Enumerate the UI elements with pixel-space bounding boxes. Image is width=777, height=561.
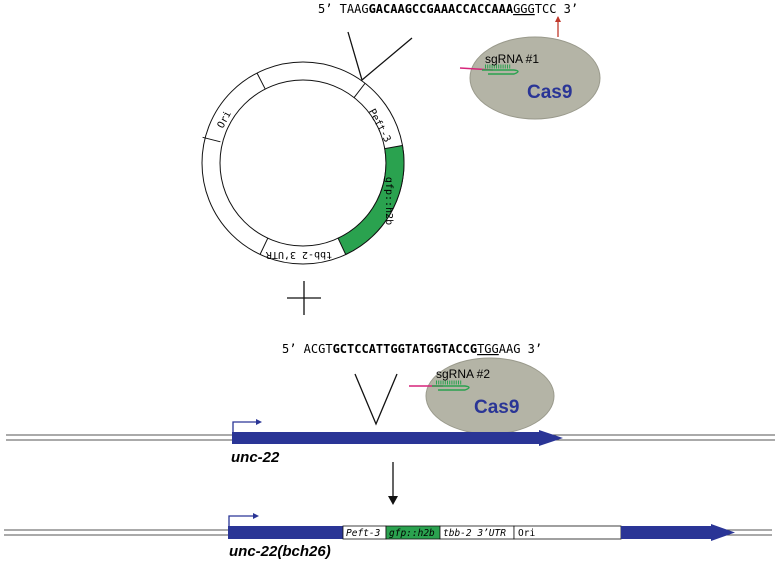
sgrna-label-1: sgRNA #1 (485, 52, 539, 66)
edited-gene-5prime-block (228, 526, 343, 539)
edited-label-utr: tbb-2 3’UTR (443, 528, 506, 539)
cas9-label-2: Cas9 (474, 397, 519, 418)
edited-promoter-arrow-icon (228, 515, 253, 526)
sgrna-1-icon (482, 64, 519, 75)
sgrna-label-2: sgRNA #2 (436, 367, 490, 381)
genomic-cut-lines (354, 373, 398, 426)
edited-gene-3prime-arrow (621, 524, 735, 541)
target-sequence-2: 5’ ACGTGCTCCATTGGTATGGTACCGTGGAAG 3’ (282, 342, 542, 356)
promoter-arrowhead (256, 419, 262, 425)
cas9-protein-1 (469, 36, 601, 120)
cut-site-arrowhead-1 (555, 16, 561, 22)
plasmid-divider-4 (259, 237, 269, 255)
unc-22-gene-arrow (232, 430, 563, 446)
plasmid: Ori Peft-3 gfp::h2b tbb-2 3’UTR (201, 61, 405, 265)
edited-label-peft: Peft-3 (346, 528, 381, 539)
cas9-label-1: Cas9 (527, 82, 572, 103)
arrow-down-icon (388, 462, 398, 505)
edited-label-ori: Ori (518, 528, 535, 539)
sgrna-2-icon (432, 380, 470, 391)
plasmid-label-gfp: gfp::h2b (383, 177, 394, 225)
plasmid-divider-3 (202, 136, 221, 143)
plasmid-label-utr: tbb-2 3’UTR (265, 249, 332, 260)
genomic-locus (6, 419, 775, 446)
plasmid-label-peft: Peft-3 (366, 107, 393, 144)
target-sequence-1: 5’ TAAGGACAAGCCGAAACCACCAAAGGGTCC 3’ (318, 2, 578, 16)
plasmid-label-ori: Ori (216, 109, 234, 130)
edited-locus: Peft-3 gfp::h2b tbb-2 3’UTR Ori (4, 513, 772, 541)
plasmid-divider-2 (353, 83, 366, 98)
plasmid-divider-1 (256, 72, 266, 90)
promoter-arrow-icon (232, 421, 256, 432)
plasmid-cut-lines (347, 31, 413, 82)
plus-icon (287, 281, 321, 315)
edited-gene-name-label: unc-22(bch26) (229, 543, 331, 560)
plasmid-gfp-segment (337, 144, 405, 256)
gene-name-label: unc-22 (231, 449, 280, 466)
plasmid-inner-ring (219, 79, 387, 247)
edited-promoter-arrowhead (253, 513, 259, 519)
edited-label-gfp: gfp::h2b (389, 528, 435, 539)
